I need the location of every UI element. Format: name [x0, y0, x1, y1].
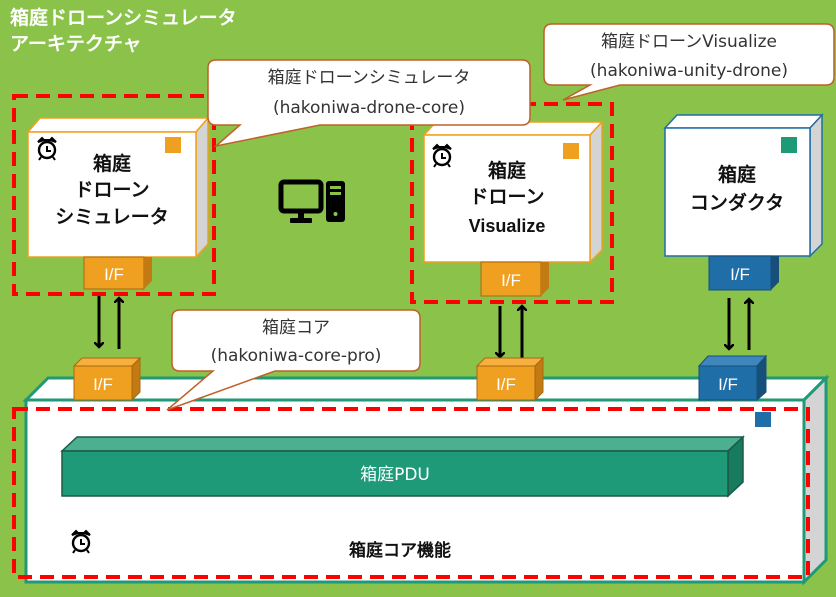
desktop-computer-icon [278, 179, 345, 223]
core-function-label: 箱庭コア機能 [349, 540, 451, 561]
core-interface-simulator: I/F [72, 356, 142, 402]
callout-unity-drone-line1: 箱庭ドローンVisualize [601, 32, 777, 52]
callout-unity-drone-line2: (hakoniwa-unity-drone) [590, 61, 788, 81]
simulator-box: 箱庭 ドローン シミュレータ [26, 115, 210, 259]
diagram-title-line1: 箱庭ドローンシミュレータ [10, 6, 237, 29]
visualize-box: 箱庭 ドローン Visualize [422, 120, 604, 264]
conductor-if-label: I/F [730, 265, 750, 284]
visualize-label-line2: ドローン [469, 186, 544, 208]
simulator-label-line2: ドローン [74, 179, 149, 201]
callout-drone-core-line2: (hakoniwa-drone-core) [273, 98, 465, 118]
callout-unity-drone: 箱庭ドローンVisualize (hakoniwa-unity-drone) [543, 23, 835, 101]
pdu-bar: 箱庭PDU [60, 435, 745, 498]
simulator-if-label: I/F [104, 265, 124, 284]
core-indicator-square [755, 412, 771, 427]
callout-drone-core: 箱庭ドローンシミュレータ (hakoniwa-drone-core) [207, 59, 531, 148]
visualize-indicator-square [563, 143, 579, 159]
diagram-title-line2: アーキテクチャ [10, 33, 142, 55]
callout-core-pro: 箱庭コア (hakoniwa-core-pro) [166, 309, 421, 411]
visualize-label-line3: Visualize [469, 216, 546, 236]
conductor-indicator-square [781, 137, 797, 153]
conductor-label-line1: 箱庭 [718, 163, 756, 186]
core-if-visualize-label: I/F [496, 375, 516, 394]
core-interface-visualize: I/F [475, 356, 545, 402]
core-if-conductor-label: I/F [718, 375, 738, 394]
simulator-interface: I/F [83, 256, 152, 290]
simulator-indicator-square [165, 137, 181, 153]
pdu-label: 箱庭PDU [360, 465, 430, 485]
visualize-interface: I/F [480, 261, 549, 297]
conductor-box: 箱庭 コンダクタ [663, 113, 824, 258]
core-if-simulator-label: I/F [93, 375, 113, 394]
core-dashed-outline [12, 407, 810, 579]
core-interface-conductor: I/F [697, 354, 768, 402]
simulator-label-line3: シミュレータ [55, 206, 169, 228]
simulator-dashed-outline [12, 94, 216, 296]
callout-core-pro-line2: (hakoniwa-core-pro) [211, 346, 382, 366]
simulator-label-line1: 箱庭 [93, 152, 131, 175]
conductor-label-line2: コンダクタ [690, 191, 784, 214]
visualize-label-line1: 箱庭 [488, 159, 526, 182]
callout-drone-core-line1: 箱庭ドローンシミュレータ [268, 68, 471, 88]
conductor-interface: I/F [708, 255, 779, 291]
callout-core-pro-line1: 箱庭コア [262, 318, 330, 338]
visualize-if-label: I/F [501, 271, 521, 290]
